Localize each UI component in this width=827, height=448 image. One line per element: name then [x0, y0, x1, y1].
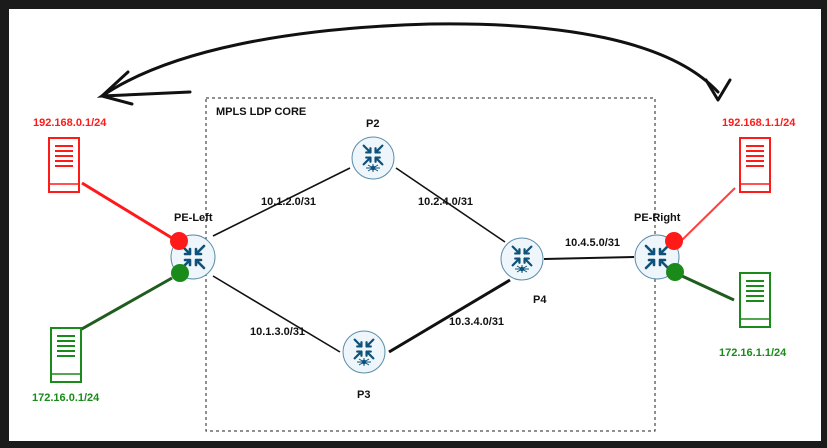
- link-pe-left-p2: [212, 167, 351, 237]
- network-diagram: MPLS LDP CORE PE-Left PE-Right P2: [32, 22, 796, 432]
- link-label-p3-p4: 10.3.4.0/31: [449, 316, 504, 328]
- router-icon: [352, 137, 394, 179]
- server-icon: [739, 272, 771, 328]
- server-icon: [739, 137, 771, 193]
- server-left-green[interactable]: [50, 327, 82, 383]
- server-left-red[interactable]: [48, 137, 80, 193]
- router-icon: [343, 331, 385, 373]
- host-label-left-green: 172.16.0.1/24: [32, 392, 100, 404]
- link-label-pel-p3: 10.1.3.0/31: [250, 326, 305, 338]
- core-title: MPLS LDP CORE: [216, 106, 306, 118]
- link-right-green: [681, 274, 735, 302]
- router-label-p4: P4: [533, 294, 547, 306]
- vrf-red-dot: [170, 232, 188, 250]
- link-label-p4-pe-right: 10.4.5.0/31: [565, 237, 620, 249]
- router-p2[interactable]: [352, 137, 394, 179]
- link-p3-p4: [388, 278, 511, 354]
- link-label-p2-p4: 10.2.4.0/31: [418, 196, 473, 208]
- router-p4[interactable]: [501, 238, 543, 280]
- server-right-red[interactable]: [739, 137, 771, 193]
- router-label-pe-right: PE-Right: [634, 212, 681, 224]
- server-icon: [50, 327, 82, 383]
- link-p4-pe-right: [543, 256, 635, 260]
- link-left-green: [79, 276, 173, 332]
- host-label-left-red: 192.168.0.1/24: [33, 117, 107, 129]
- link-right-red: [679, 187, 736, 243]
- vrf-green-dot: [666, 263, 684, 281]
- host-label-right-green: 172.16.1.1/24: [719, 347, 787, 359]
- link-pe-left-p3: [212, 275, 341, 353]
- router-p3[interactable]: [343, 331, 385, 373]
- vrf-red-dot: [665, 232, 683, 250]
- mpls-core-boundary: [205, 97, 656, 432]
- host-label-right-red: 192.168.1.1/24: [722, 117, 796, 129]
- traffic-flow-arrow: [96, 22, 720, 98]
- arrowhead-right-icon: [704, 78, 732, 102]
- vrf-green-dot: [171, 264, 189, 282]
- arrowhead-left-icon: [100, 70, 134, 106]
- diagram-canvas: MPLS LDP CORE PE-Left PE-Right P2: [9, 9, 821, 441]
- router-icon: [501, 238, 543, 280]
- link-p2-p4: [395, 167, 506, 243]
- router-label-p3: P3: [357, 389, 370, 401]
- link-left-red: [81, 181, 173, 240]
- server-right-green[interactable]: [739, 272, 771, 328]
- server-icon: [48, 137, 80, 193]
- link-label-pel-p2: 10.1.2.0/31: [261, 196, 316, 208]
- router-label-pe-left: PE-Left: [174, 212, 213, 224]
- router-label-p2: P2: [366, 118, 379, 130]
